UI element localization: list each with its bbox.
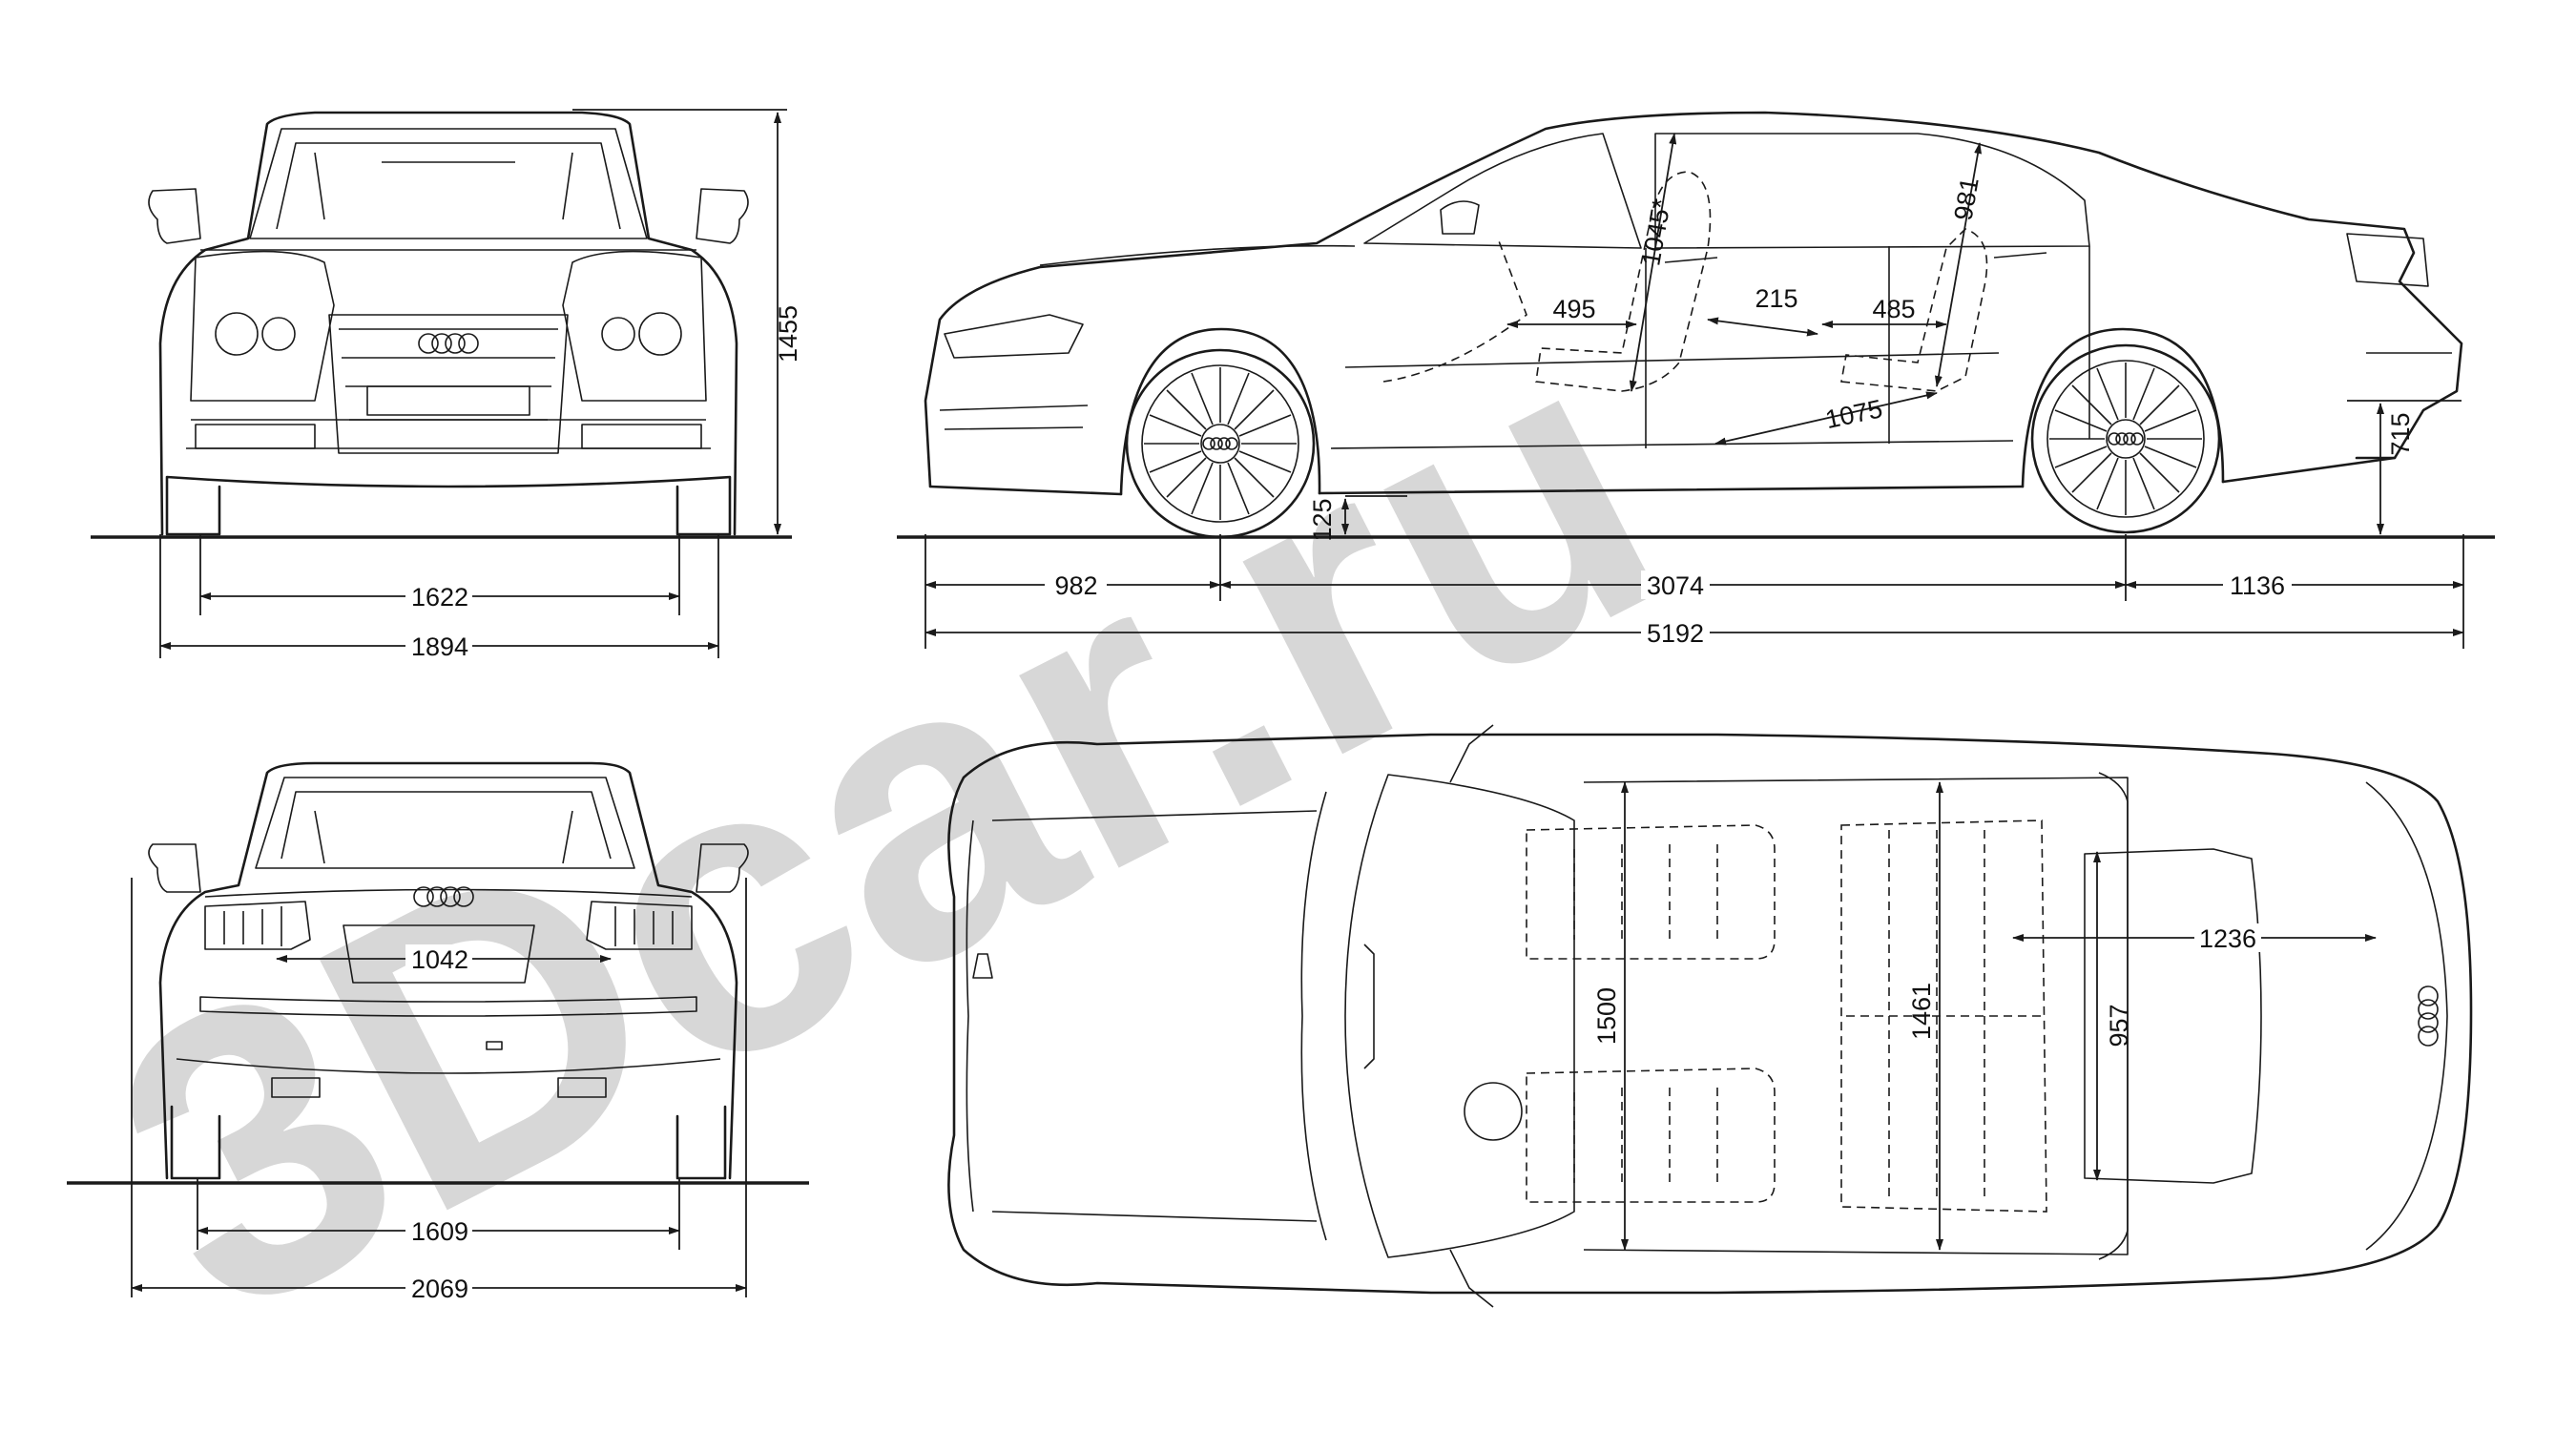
front-track-label: 1622 [411,583,468,612]
front-interior-width-label: 1500 [1592,987,1621,1045]
rear-overhang-label: 1136 [2230,571,2285,600]
top-car-outline [947,724,2473,1308]
rear-width-dimension: 2069 [131,878,747,1303]
top-seats [1526,819,2047,1213]
rear-headroom-label: 981 [1948,176,1984,223]
rear-bumper-height-dimension: 715 [2347,400,2462,535]
trunk-opening-dimension: 1042 [276,944,612,974]
wheelbase-label: 3074 [1647,571,1704,600]
front-height-dimension: 1455 [572,109,802,535]
rear-track-label: 1609 [411,1217,468,1246]
rear-interior-width-label: 1461 [1907,983,1936,1040]
rear-seat-depth-label: 485 [1872,295,1915,323]
front-width-label: 1894 [411,633,468,661]
rear-car-outline [148,761,749,1180]
front-headroom-label: 1045* [1636,197,1676,268]
trunk-width-label: 957 [2105,1004,2133,1047]
legroom-label: 1075 [1823,394,1885,434]
front-width-dimension: 1894 [159,534,719,661]
rear-track-dimension: 1609 [197,1178,680,1250]
ground-clearance-dimension: 125 [1308,495,1407,542]
front-track-dimension: 1622 [199,534,680,615]
rear-width-label: 2069 [411,1275,468,1303]
top-interior-dimensions: 1500 1461 957 1236 [1592,781,2377,1251]
side-car-outline [924,111,2463,496]
top-view: 1500 1461 957 1236 [947,724,2473,1308]
trunk-opening-label: 1042 [411,945,468,974]
front-seat-depth-label: 495 [1552,295,1595,323]
length-label: 5192 [1647,619,1704,648]
front-height-label: 1455 [774,305,802,363]
front-view: 1455 1622 1894 [91,109,802,661]
seat-gap-label: 215 [1755,284,1797,313]
rear-view: 1042 1609 2069 [67,761,809,1303]
front-car-outline [148,111,749,536]
front-overhang-label: 982 [1054,571,1097,600]
trunk-length-label: 1236 [2199,924,2256,953]
rear-bumper-height-label: 715 [2386,412,2415,455]
side-length-dimensions: 982 3074 1136 5192 [924,534,2464,649]
ground-clearance-label: 125 [1308,498,1337,541]
